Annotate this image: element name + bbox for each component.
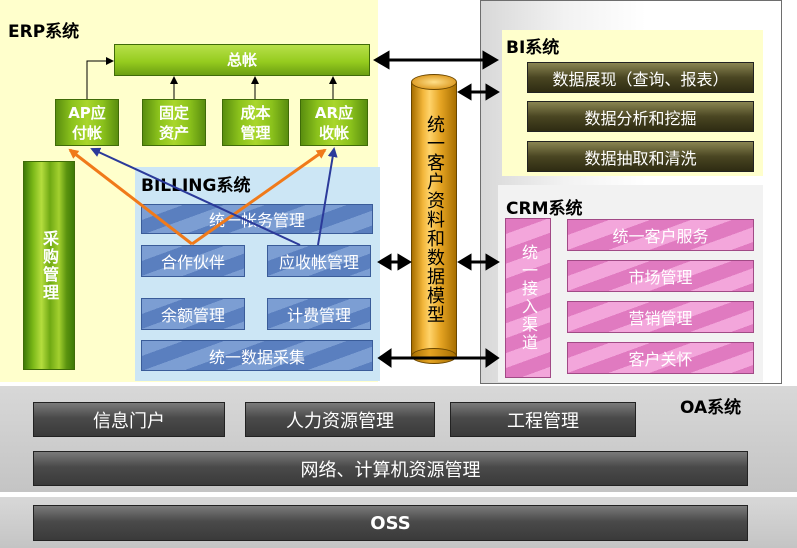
extraction-box: 数据抽取和清洗 — [527, 141, 754, 172]
market-box: 市场管理 — [567, 260, 754, 292]
cost-box: 成本管理 — [222, 99, 289, 146]
ar-box: AR应收帐 — [300, 99, 368, 146]
cylinder-bottom — [411, 348, 457, 364]
data-collection-box: 统一数据采集 — [141, 340, 373, 371]
purchase-box: 采购管理 — [23, 161, 75, 370]
oss-bar: OSS — [33, 505, 748, 541]
channel-box: 统一接入渠道 — [505, 218, 551, 378]
marketing-box: 营销管理 — [567, 301, 754, 333]
partner-box: 合作伙伴 — [141, 245, 245, 277]
ledger-box: 总帐 — [114, 44, 370, 76]
bi-title: BI系统 — [506, 38, 560, 58]
network-bar: 网络、计算机资源管理 — [33, 451, 748, 486]
balance-box: 余额管理 — [141, 298, 245, 330]
analysis-box: 数据分析和挖掘 — [527, 101, 754, 132]
fixed-assets-box: 固定资产 — [142, 99, 206, 146]
receivable-box: 应收帐管理 — [267, 245, 371, 277]
data-model-label: 统一客户资料和数据模型 — [424, 114, 445, 324]
crm-title: CRM系统 — [506, 199, 583, 219]
service-box: 统一客户服务 — [567, 219, 754, 251]
portal-bar: 信息门户 — [33, 402, 225, 437]
cylinder-top — [411, 74, 457, 90]
billing-title: BILLING系统 — [141, 176, 251, 196]
hr-bar: 人力资源管理 — [245, 402, 435, 437]
cylinder-body — [411, 82, 457, 356]
care-box: 客户关怀 — [567, 342, 754, 374]
project-bar: 工程管理 — [450, 402, 636, 437]
ap-box: AP应付帐 — [55, 99, 119, 146]
presentation-box: 数据展现（查询、报表） — [527, 62, 754, 93]
data-model-cylinder: 统一客户资料和数据模型 — [411, 74, 457, 364]
charging-box: 计费管理 — [267, 298, 371, 330]
oa-title: OA系统 — [680, 398, 742, 418]
erp-title: ERP系统 — [8, 22, 80, 42]
unified-account-box: 统一帐务管理 — [141, 204, 373, 234]
